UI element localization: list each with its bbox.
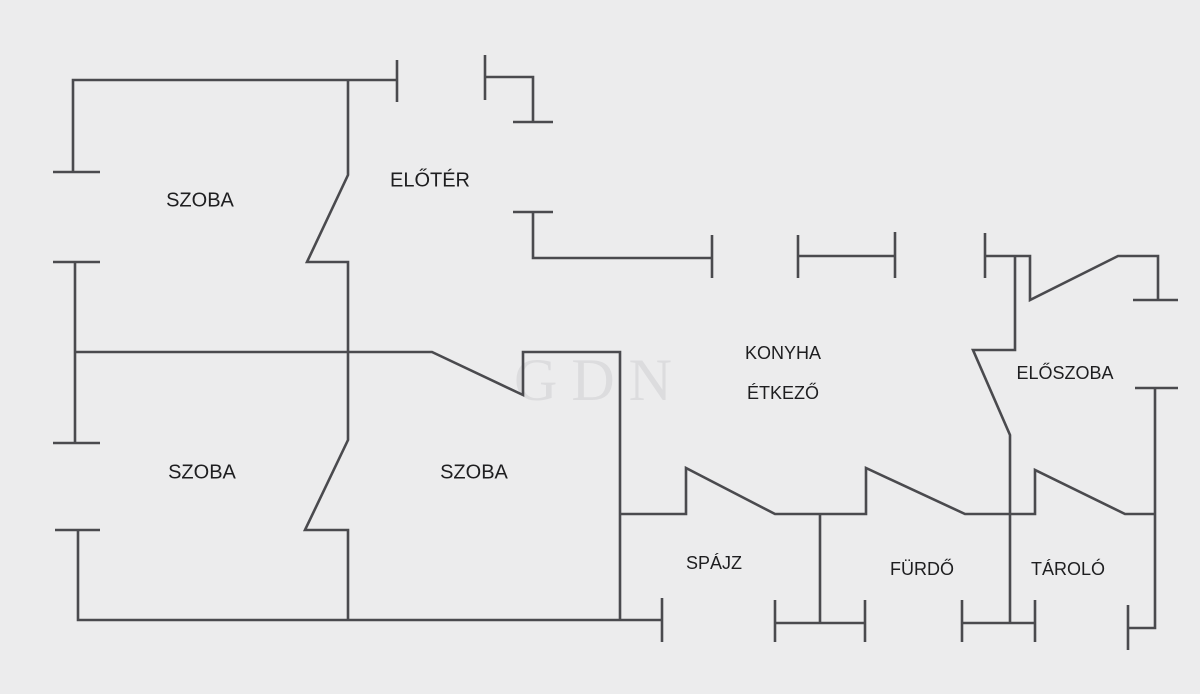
wall xyxy=(71,78,397,172)
room-label-eloszoba: ELŐSZOBA xyxy=(1016,362,1113,383)
room-label-furdo: FÜRDŐ xyxy=(890,558,954,579)
door-wall xyxy=(985,254,1160,303)
room-label-eloter: ELŐTÉR xyxy=(390,168,470,191)
wall xyxy=(1128,388,1157,630)
door-wall xyxy=(75,350,622,620)
room-label-szoba: SZOBA xyxy=(166,189,234,211)
walls xyxy=(53,55,1178,650)
wall xyxy=(485,75,535,122)
room-label-spajz: SPÁJZ xyxy=(686,553,742,573)
room-label-etkezo: ÉTKEZŐ xyxy=(747,382,819,403)
room-label-tarolo: TÁROLÓ xyxy=(1031,558,1105,579)
room-label-szoba: SZOBA xyxy=(168,461,236,483)
door-wall xyxy=(620,465,1155,516)
room-label-konyha: KONYHA xyxy=(745,343,821,363)
room-labels: SZOBA ELŐTÉR SZOBA SZOBA KONYHA ÉTKEZŐ E… xyxy=(166,168,1113,578)
room-label-szoba: SZOBA xyxy=(440,461,508,483)
wall xyxy=(76,530,662,622)
wall xyxy=(531,212,712,260)
watermark: GDN xyxy=(514,347,686,413)
door-wall xyxy=(971,256,1017,623)
